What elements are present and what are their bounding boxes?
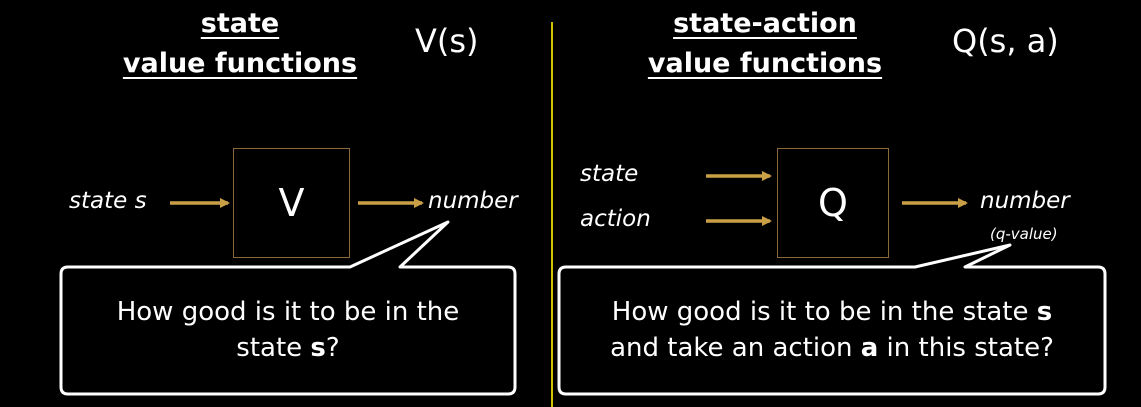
left-formula: V(s) bbox=[415, 22, 479, 60]
left-question-line1: How good is it to be in the bbox=[116, 297, 460, 327]
left-speech-bubble bbox=[59, 220, 517, 396]
left-question: How good is it to be in the state s? bbox=[64, 294, 512, 366]
center-divider bbox=[551, 22, 553, 407]
q-function-box: Q bbox=[777, 148, 889, 258]
right-title: state-action value functions bbox=[615, 4, 915, 84]
right-input-label-state: state bbox=[580, 161, 639, 187]
left-output-label: number bbox=[428, 188, 518, 214]
right-output-label: number bbox=[980, 188, 1070, 214]
right-question-line2: and take an action a in this state? bbox=[610, 333, 1054, 363]
right-question: How good is it to be in the state s and … bbox=[562, 294, 1102, 366]
q-box-label: Q bbox=[818, 181, 848, 225]
right-speech-bubble bbox=[557, 243, 1107, 396]
right-title-line1: state-action bbox=[673, 8, 857, 39]
right-question-bold-s: s bbox=[1036, 297, 1053, 327]
v-function-box: V bbox=[233, 148, 350, 258]
left-question-line2: state s? bbox=[236, 333, 340, 363]
right-title-line2: value functions bbox=[647, 48, 883, 79]
right-input-label-action: action bbox=[580, 206, 651, 232]
left-title: state value functions bbox=[100, 4, 380, 84]
right-output-sublabel: (q-value) bbox=[990, 225, 1058, 243]
left-title-line1: state bbox=[200, 8, 280, 39]
left-input-label: state s bbox=[69, 188, 147, 214]
right-formula: Q(s, a) bbox=[952, 22, 1059, 60]
left-title-line2: value functions bbox=[122, 48, 358, 79]
right-question-line1: How good is it to be in the state s bbox=[611, 297, 1053, 327]
left-question-bold-s: s bbox=[310, 333, 326, 363]
right-question-bold-a: a bbox=[860, 333, 879, 363]
v-box-label: V bbox=[278, 181, 305, 225]
